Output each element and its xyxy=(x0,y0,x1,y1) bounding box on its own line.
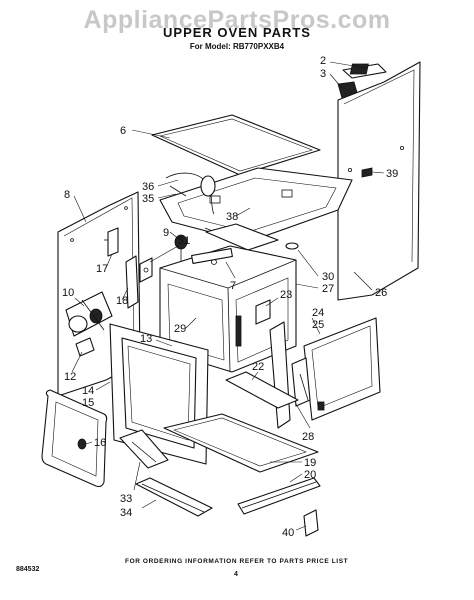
callout-15: 15 xyxy=(82,397,94,409)
callout-29: 29 xyxy=(174,323,186,335)
callout-38: 38 xyxy=(226,211,238,223)
callout-17: 17 xyxy=(96,263,108,275)
callout-26: 26 xyxy=(375,287,387,299)
part-rail-22 xyxy=(225,371,299,409)
document-number: 884532 xyxy=(16,566,40,573)
part-trim-strip-34 xyxy=(135,477,213,517)
callout-33: 33 xyxy=(120,493,132,505)
callout-9: 9 xyxy=(163,227,169,239)
callout-labels: 2 3 6 39 36 35 38 8 9 31 17 18 10 7 30 2… xyxy=(62,55,398,539)
callout-34: 34 xyxy=(120,507,132,519)
callout-14: 14 xyxy=(82,385,94,397)
callout-2: 2 xyxy=(320,55,326,67)
part-gas-line-35-36 xyxy=(165,172,216,215)
callout-18: 18 xyxy=(116,295,128,307)
part-bracket-40 xyxy=(303,509,319,537)
callout-30: 30 xyxy=(322,271,334,283)
diagram-title: UPPER OVEN PARTS xyxy=(163,25,311,40)
callout-12: 12 xyxy=(64,371,76,383)
callout-40: 40 xyxy=(282,527,294,539)
watermark: AppliancePartsPros.com xyxy=(83,6,391,34)
callout-24: 24 xyxy=(312,307,324,319)
callout-16: 16 xyxy=(94,437,106,449)
part-screw-39 xyxy=(361,167,373,178)
callout-19: 19 xyxy=(304,457,316,469)
callout-7: 7 xyxy=(230,280,236,292)
part-front-frame-14 xyxy=(109,323,209,465)
part-burner-valve-10 xyxy=(65,291,113,337)
part-igniter-12 xyxy=(75,337,95,357)
page-number: 4 xyxy=(234,571,238,578)
callout-36: 36 xyxy=(142,181,154,193)
part-door-24-25 xyxy=(303,317,381,421)
part-bottom-panel-19-20 xyxy=(163,413,319,473)
callout-22: 22 xyxy=(252,361,264,373)
part-back-panel-26 xyxy=(337,61,421,301)
ordering-info-footer: FOR ORDERING INFORMATION REFER TO PARTS … xyxy=(125,558,349,565)
part-clip-30 xyxy=(285,242,299,250)
callout-28: 28 xyxy=(302,431,314,443)
model-number: For Model: RB770PXXB4 xyxy=(189,42,285,51)
part-front-rail-33 xyxy=(119,429,169,469)
callout-27: 27 xyxy=(322,283,334,295)
callout-8: 8 xyxy=(64,189,70,201)
callout-6: 6 xyxy=(120,125,126,137)
part-oven-liner-27 xyxy=(159,245,297,373)
part-bracket-2 xyxy=(342,63,387,79)
leader-lines xyxy=(71,61,385,531)
callout-13: 13 xyxy=(140,333,152,345)
part-top-panel-6 xyxy=(151,114,321,176)
part-bracket-17 xyxy=(104,227,119,257)
callout-23: 23 xyxy=(280,289,292,301)
part-lower-rail-20 xyxy=(237,477,321,515)
callout-31: 31 xyxy=(178,235,190,247)
callout-25: 25 xyxy=(312,319,324,331)
callout-10: 10 xyxy=(62,287,74,299)
part-bracket-18-31 xyxy=(125,255,153,309)
callout-20: 20 xyxy=(304,469,316,481)
callout-35: 35 xyxy=(142,193,154,205)
callout-39: 39 xyxy=(386,168,398,180)
callout-3: 3 xyxy=(320,68,326,80)
